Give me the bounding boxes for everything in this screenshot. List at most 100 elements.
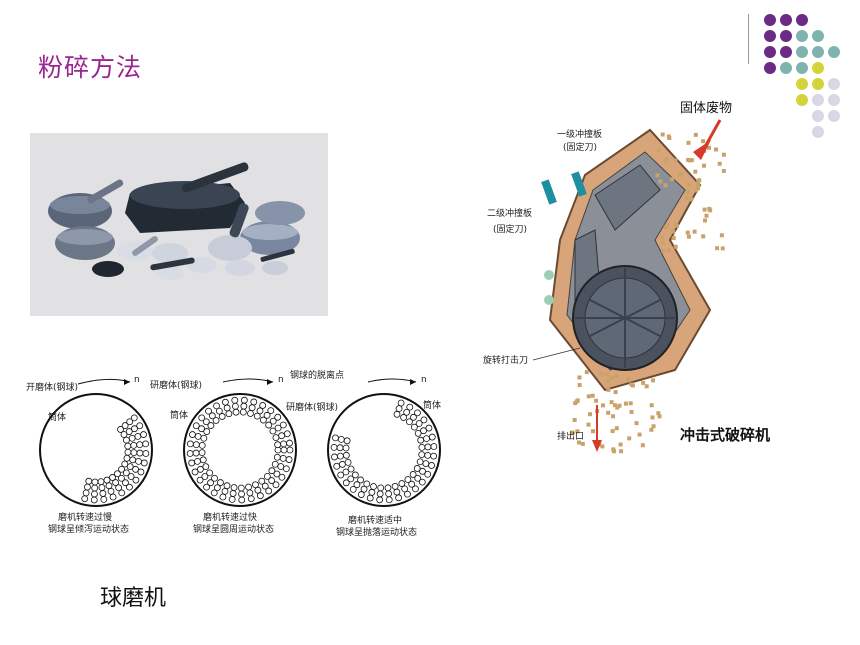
steel-ball	[229, 490, 237, 497]
steel-ball	[188, 459, 196, 467]
steel-ball	[197, 465, 204, 473]
steel-ball	[218, 413, 226, 420]
particle	[704, 213, 709, 218]
steel-ball	[414, 429, 422, 437]
particle	[658, 179, 663, 184]
decorative-dot	[796, 94, 808, 106]
particle	[617, 403, 622, 408]
steel-ball	[418, 478, 426, 486]
steel-ball	[129, 456, 137, 464]
steel-ball	[417, 436, 425, 444]
steel-ball	[357, 476, 365, 484]
steel-ball	[121, 460, 129, 468]
steel-ball	[194, 457, 201, 465]
steel-ball	[259, 402, 267, 409]
decorative-dot	[796, 30, 808, 42]
steel-ball	[215, 407, 223, 415]
steel-ball	[265, 421, 273, 429]
steel-ball	[192, 449, 200, 457]
steel-ball	[207, 422, 215, 429]
particle	[719, 233, 724, 238]
steel-ball	[406, 403, 414, 411]
steel-ball	[337, 435, 345, 443]
steel-ball	[265, 487, 273, 495]
particle	[673, 158, 678, 163]
particle	[671, 236, 676, 241]
particle	[660, 235, 665, 240]
steel-ball	[424, 451, 432, 459]
decorative-dot	[764, 14, 776, 26]
diagram-caption-2: 钢球呈倾泻运动状态	[48, 523, 129, 535]
steel-ball	[207, 479, 214, 487]
particle	[649, 427, 654, 432]
particle	[634, 421, 639, 426]
ball-mill-diagram-slow: n 开磨体(钢球) 筒体 磨机转速过慢 钢球呈倾泻运动状态	[26, 375, 153, 535]
steel-ball	[200, 434, 208, 442]
steel-ball	[395, 494, 403, 502]
steel-ball	[357, 491, 365, 498]
steel-ball	[285, 456, 293, 463]
particle	[599, 372, 604, 377]
particle	[580, 441, 585, 446]
steel-ball	[409, 471, 417, 478]
particle	[600, 403, 605, 408]
decorative-dot	[812, 62, 824, 74]
particle	[685, 189, 690, 194]
steel-ball	[212, 417, 220, 424]
particle	[600, 444, 605, 449]
steel-ball	[425, 424, 433, 432]
steel-ball	[347, 465, 355, 473]
steel-ball	[126, 483, 133, 491]
steel-ball	[115, 484, 123, 492]
steel-ball	[142, 440, 150, 448]
particle	[701, 234, 706, 239]
steel-ball	[420, 427, 427, 435]
steel-ball	[420, 416, 428, 424]
ball-mill-diagram-fast: n 研磨体(钢球) 筒体 磨机转速过快 钢球呈圆周运动状态	[150, 375, 297, 535]
particle	[626, 376, 631, 381]
steel-ball	[123, 436, 130, 444]
steel-ball	[232, 402, 239, 410]
particle	[660, 241, 665, 246]
steel-ball	[208, 412, 216, 420]
particle	[686, 182, 691, 187]
steel-ball	[127, 473, 135, 480]
slide-title: 粉碎方法	[38, 53, 143, 82]
particle	[656, 411, 661, 416]
particle	[649, 403, 654, 408]
steel-ball	[279, 421, 287, 429]
particle	[641, 380, 646, 385]
steel-ball	[232, 408, 240, 416]
steel-ball	[280, 440, 287, 448]
steel-ball	[404, 476, 412, 483]
steel-ball	[400, 414, 407, 421]
steel-ball	[136, 441, 144, 449]
steel-ball	[282, 465, 290, 473]
steel-ball	[198, 414, 206, 422]
particle	[605, 372, 610, 377]
particle	[573, 401, 578, 406]
steel-ball	[376, 496, 384, 504]
mortar-pestle-photo	[30, 133, 328, 316]
steel-ball	[283, 430, 291, 438]
steel-ball	[134, 433, 142, 440]
steel-ball	[231, 396, 239, 404]
steel-ball	[401, 485, 409, 493]
steel-ball	[246, 489, 254, 497]
steel-ball	[221, 398, 229, 406]
ball-mill-diagrams: n 开磨体(钢球) 筒体 磨机转速过慢 钢球呈倾泻运动状态 n 研磨体(钢球) …	[26, 369, 441, 538]
steel-ball	[82, 489, 90, 497]
particle	[586, 394, 591, 399]
particle	[609, 376, 614, 381]
decorative-dot	[780, 62, 792, 74]
decorative-dot	[764, 30, 776, 42]
particle	[623, 401, 628, 406]
particle	[606, 387, 611, 392]
decorative-dot	[780, 46, 792, 58]
steel-ball	[277, 463, 285, 470]
steel-ball	[412, 485, 419, 493]
steel-ball	[126, 418, 134, 426]
steel-ball	[342, 479, 350, 487]
steel-ball	[238, 490, 245, 498]
steel-ball	[263, 472, 271, 480]
